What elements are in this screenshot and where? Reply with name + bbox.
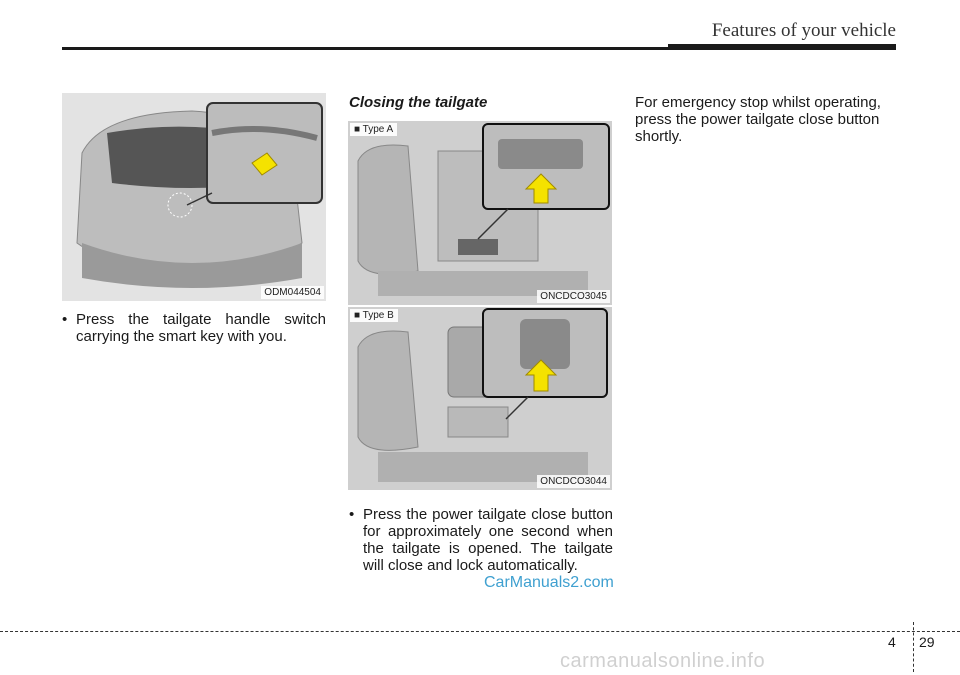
- figure-code: ONCDCO3045: [537, 290, 610, 303]
- bullet-item: • Press the tailgate handle switch carry…: [62, 311, 326, 351]
- suv-rear-illustration: [62, 93, 326, 301]
- figure-code: ODM044504: [261, 286, 324, 299]
- emergency-stop-paragraph: For emergency stop whilst operating, pre…: [635, 94, 881, 145]
- chapter-number: 4: [888, 634, 896, 650]
- site-watermark: carmanualsonline.info: [560, 650, 766, 672]
- type-b-figure: ■ Type B ONCDCO3044: [348, 307, 612, 490]
- type-a-figure: ■ Type A ONCDCO3045: [348, 121, 612, 305]
- bullet-item: • Press the power tailgate close button …: [349, 506, 613, 596]
- watermark: CarManuals2.com: [484, 574, 614, 591]
- bullet-dot: •: [349, 506, 355, 523]
- section-heading: Closing the tailgate: [349, 94, 488, 111]
- footer-divider: [913, 622, 914, 672]
- console-type-a-illustration: [348, 121, 612, 305]
- running-header: Features of your vehicle: [711, 20, 896, 41]
- bullet-text: Press the tailgate handle switch carryin…: [76, 311, 326, 345]
- figure-code: ONCDCO3044: [537, 475, 610, 488]
- console-type-b-illustration: [348, 307, 612, 490]
- bullet-text: Press the power tailgate close button fo…: [363, 506, 613, 574]
- footer-rule: [0, 631, 960, 632]
- header-rule-accent: [668, 44, 896, 50]
- type-b-label: ■ Type B: [350, 309, 398, 322]
- header-rule: [62, 47, 896, 50]
- page-number: 29: [919, 634, 935, 650]
- tailgate-handle-figure: ODM044504: [62, 93, 326, 301]
- type-a-label: ■ Type A: [350, 123, 398, 136]
- bullet-dot: •: [62, 311, 68, 328]
